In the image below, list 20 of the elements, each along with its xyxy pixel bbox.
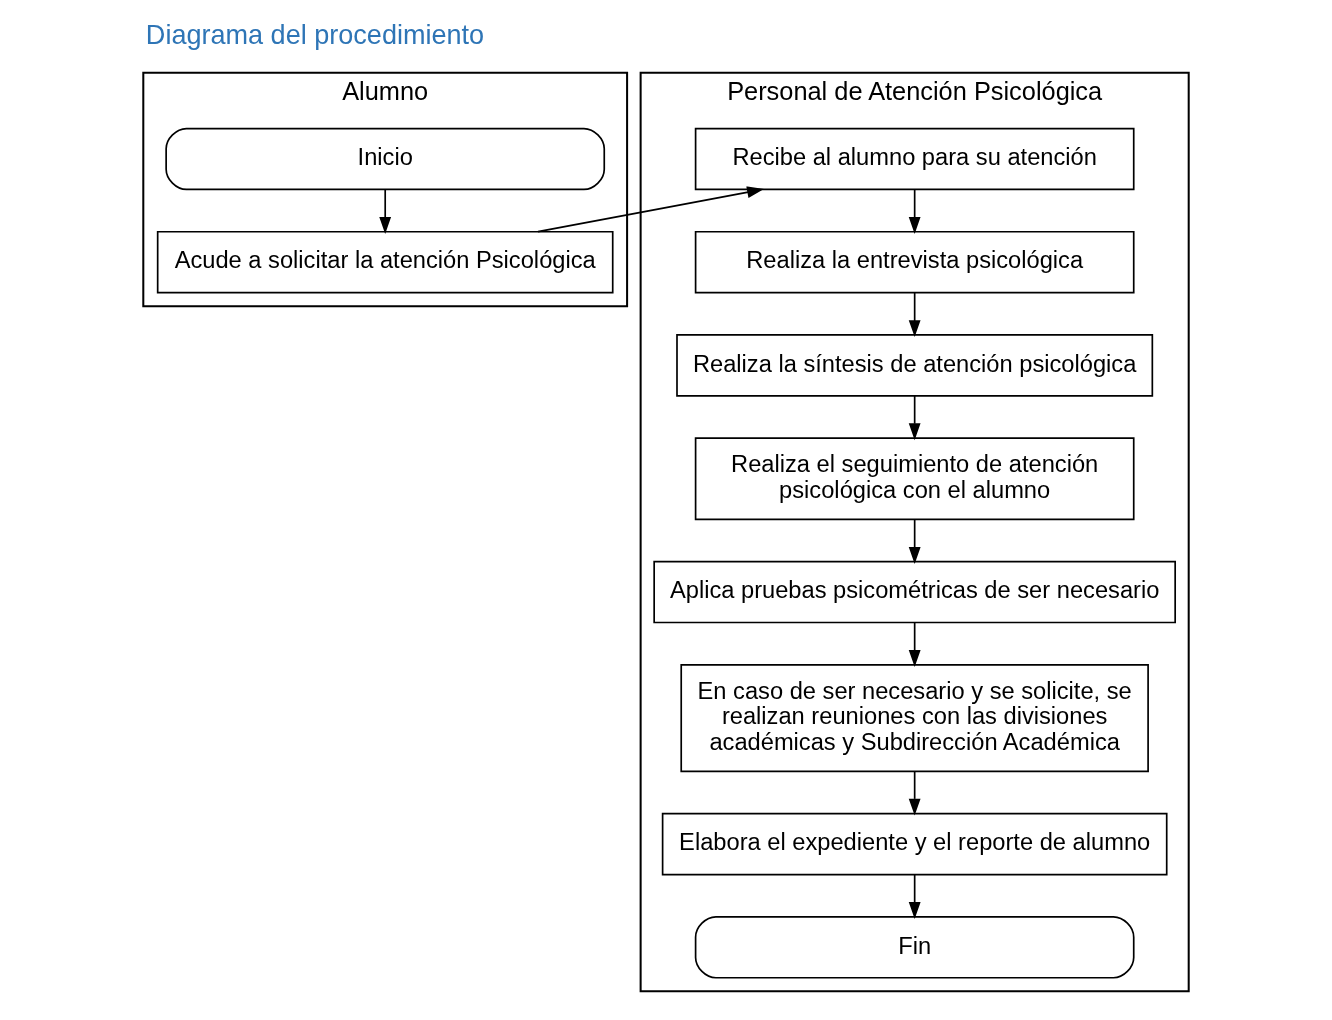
node-box: Realiza el seguimiento de atención psicológica con el alumno: [694, 437, 1135, 521]
node-box: Acude a solicitar la atención Psicológica: [156, 230, 614, 294]
node-box: Realiza la entrevista psicológica: [694, 230, 1135, 294]
arrow: [379, 188, 392, 234]
arrow: [908, 770, 921, 816]
arrow: [908, 291, 921, 338]
node-box: Fin: [694, 916, 1135, 979]
arrow: [908, 873, 921, 919]
diagram-title: Diagrama del procedimiento: [145, 19, 485, 50]
node-box: Realiza la síntesis de atención psicológica: [676, 334, 1154, 397]
arrow: [908, 518, 921, 564]
arrow: [908, 395, 921, 441]
node-box: Inicio: [165, 127, 606, 191]
arrow: [537, 186, 765, 233]
node-box: Elabora el expediente y el reporte de alumno: [661, 812, 1168, 876]
node-box: Aplica pruebas psicométricas de ser necesario: [653, 560, 1176, 624]
arrow: [908, 621, 921, 668]
arrow: [908, 188, 921, 234]
node-box: En caso de ser necesario y se solicite, se realizan reuniones con las divisiones académicas y Subdirección Académica: [680, 663, 1149, 773]
node-box: Recibe al alumno para su atención: [694, 127, 1135, 191]
